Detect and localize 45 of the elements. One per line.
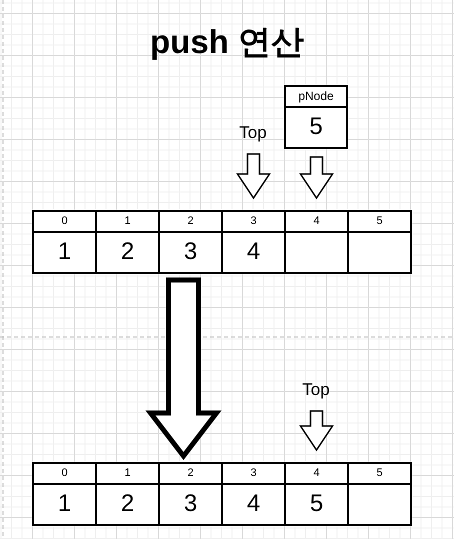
index-label: 0	[61, 215, 68, 228]
cell-value: 5	[310, 491, 324, 518]
index-label: 1	[124, 467, 131, 480]
index-label: 2	[187, 215, 194, 228]
array-cell	[221, 210, 286, 274]
index-label: 0	[61, 467, 68, 480]
diagram-title: push 연산	[150, 23, 304, 60]
pointer-label: Top	[299, 377, 333, 403]
array-cell	[158, 210, 223, 274]
array-cell	[158, 462, 223, 526]
array-cell	[32, 462, 97, 526]
node-name: pNode	[298, 90, 334, 104]
node-box	[284, 85, 348, 149]
index-label: 5	[376, 467, 383, 480]
index-label: 4	[313, 215, 320, 228]
index-label: 1	[124, 215, 131, 228]
array-cell	[32, 210, 97, 274]
array-cell	[95, 210, 160, 274]
cell-value: 2	[120, 491, 134, 518]
array-cell	[347, 462, 412, 526]
array-box	[32, 210, 411, 274]
cell-value: 1	[58, 239, 72, 266]
array-cell	[95, 462, 160, 526]
index-label: 2	[187, 467, 194, 480]
cell-value: 1	[58, 491, 72, 518]
cell-value: 3	[184, 491, 198, 518]
array-cell	[284, 210, 349, 274]
cell-value: 4	[246, 491, 260, 518]
array-cell	[221, 462, 286, 526]
cell-value: 3	[184, 239, 198, 266]
node-value: 5	[309, 114, 323, 141]
block-arrow	[299, 410, 334, 452]
array-cell	[284, 462, 349, 526]
block-arrow	[299, 156, 334, 200]
index-label: 3	[250, 215, 257, 228]
pointer-label: Top	[236, 120, 270, 146]
block-arrow	[236, 153, 271, 200]
array-box	[32, 462, 411, 526]
block-arrow	[145, 278, 222, 460]
index-label: 3	[250, 467, 257, 480]
cell-value: 4	[246, 239, 260, 266]
array-cell	[347, 210, 412, 274]
cell-value: 2	[120, 239, 134, 266]
index-label: 4	[313, 467, 320, 480]
index-label: 5	[376, 215, 383, 228]
